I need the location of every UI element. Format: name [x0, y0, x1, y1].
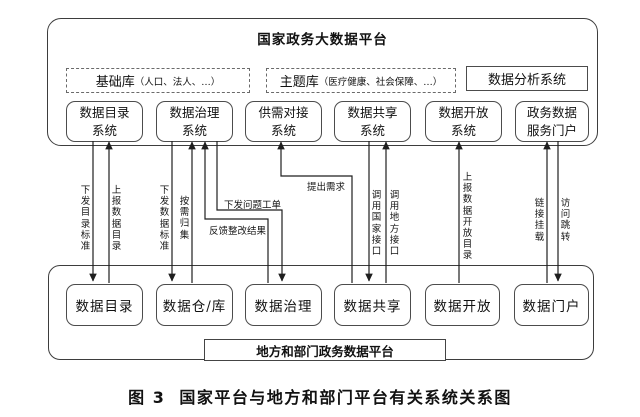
connector-feedback-rectification — [201, 141, 269, 283]
system-box-label: 系统 — [270, 122, 296, 138]
national-system-box-data-sharing: 数据共享 系统 — [334, 101, 411, 142]
local-platform-container: 数据目录 数据仓/库 数据治理 数据共享 数据开放 数据门户 地方和部门政务数据… — [48, 265, 594, 361]
flow-label-report-data-catalog: 上报数据目录 — [111, 185, 122, 253]
data-analysis-system-box: 数据分析系统 — [466, 66, 588, 91]
flow-label-link-mount: 链接挂载 — [534, 198, 545, 243]
flow-label-issue-data-standard: 下发数据标准 — [159, 185, 170, 253]
national-system-box-service-portal: 政务数据 服务门户 — [515, 101, 589, 142]
system-box-label: 数据开放 — [438, 105, 489, 121]
system-box-label: 系统 — [450, 122, 476, 138]
system-box-label: 系统 — [91, 122, 117, 138]
connector-submit-demand — [277, 141, 353, 283]
system-box-label: 供需对接 — [258, 105, 309, 121]
system-box-label: 系统 — [359, 122, 385, 138]
figure-caption-number: 图 3 — [128, 388, 166, 407]
national-system-box-data-catalog: 数据目录 系统 — [66, 101, 143, 142]
flow-label-feedback-rectification: 反馈整改结果 — [209, 226, 267, 237]
national-system-box-data-governance: 数据治理 系统 — [156, 101, 233, 142]
theme-library-name: 主题库 — [279, 75, 319, 90]
national-system-box-supply-demand: 供需对接 系统 — [245, 101, 322, 142]
local-system-box-data-open: 数据开放 — [425, 284, 500, 326]
flow-label-issue-catalog-standard: 下发目录标准 — [80, 185, 91, 253]
flow-label-access-redirect: 访问跳转 — [560, 198, 571, 243]
figure-caption: 图 3 国家平台与地方和部门平台有关系统关系图 — [0, 384, 640, 408]
system-box-label: 服务门户 — [526, 122, 577, 138]
local-system-box-data-portal: 数据门户 — [514, 284, 589, 326]
local-system-box-data-catalog: 数据目录 — [66, 284, 143, 326]
flow-label-submit-demand: 提出需求 — [307, 182, 346, 193]
figure-caption-text: 国家平台与地方和部门平台有关系统关系图 — [179, 388, 512, 407]
system-box-label: 数据共享 — [347, 105, 398, 121]
flow-label-issue-problem-ticket: 下发问题工单 — [224, 200, 282, 211]
base-library-box: 基础库（人口、法人、…） — [66, 68, 250, 93]
flow-label-report-open-catalog: 上报数据开放目录 — [462, 172, 473, 262]
national-platform-title: 国家政务大数据平台 — [257, 32, 388, 48]
base-library-name: 基础库 — [95, 75, 135, 90]
local-system-box-data-governance: 数据治理 — [245, 284, 322, 326]
local-system-box-data-sharing: 数据共享 — [334, 284, 411, 326]
system-box-label: 数据目录 — [79, 105, 130, 121]
national-system-box-data-open: 数据开放 系统 — [425, 101, 502, 142]
theme-library-box: 主题库（医疗健康、社会保障、…） — [266, 68, 456, 93]
flow-label-call-national-api: 调用国家接口 — [371, 190, 382, 258]
system-box-label: 系统 — [181, 122, 207, 138]
connector-issue-problem-ticket — [216, 141, 286, 282]
local-platform-title: 地方和部门政务数据平台 — [204, 339, 446, 361]
flow-label-call-local-api: 调用地方接口 — [389, 190, 400, 258]
system-box-label: 数据治理 — [169, 105, 220, 121]
local-system-box-data-warehouse: 数据仓/库 — [156, 284, 233, 326]
system-box-label: 政务数据 — [526, 105, 577, 121]
base-library-detail: （人口、法人、…） — [134, 76, 221, 88]
national-platform-container: 国家政务大数据平台 基础库（人口、法人、…） 主题库（医疗健康、社会保障、…） … — [47, 18, 598, 146]
theme-library-detail: （医疗健康、社会保障、…） — [318, 76, 443, 88]
flow-label-collect-on-demand: 按需归集 — [179, 196, 190, 241]
